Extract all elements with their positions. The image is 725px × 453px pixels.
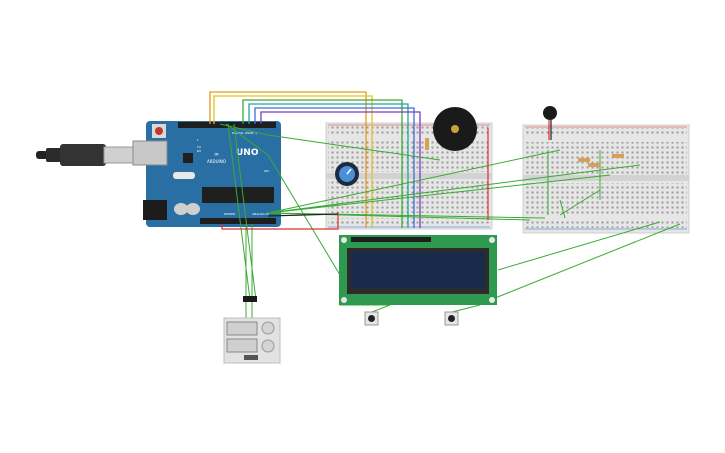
- atmega-chip: [202, 187, 274, 203]
- lcd-mount-hole: [489, 297, 495, 303]
- crystal: [173, 172, 195, 179]
- resistor-3[interactable]: [588, 163, 600, 167]
- lcd-mount-hole: [489, 237, 495, 243]
- resistors[interactable]: [425, 138, 624, 167]
- usb-chip: [183, 153, 193, 163]
- capacitor-2: [186, 203, 200, 215]
- reset-button[interactable]: [155, 127, 163, 135]
- lcd-mount-hole: [341, 297, 347, 303]
- resistor-1[interactable]: [425, 138, 429, 150]
- potentiometer[interactable]: [335, 162, 359, 186]
- diode[interactable]: [243, 296, 257, 302]
- arduino-brand-label: ARDUINO: [207, 159, 226, 164]
- power-analog-header: [200, 218, 276, 224]
- tx-led-label: TX: [196, 145, 201, 149]
- rx-led-label: RX: [197, 149, 201, 153]
- relay-module[interactable]: [223, 317, 281, 364]
- power-wires[interactable]: [221, 128, 489, 230]
- lcd-pin-header: [351, 237, 431, 242]
- digital-header-label: DIGITAL (PWM~): [232, 131, 257, 135]
- power-label: POWER: [224, 212, 235, 216]
- pushbutton-right[interactable]: [444, 311, 459, 326]
- capacitor-1: [174, 203, 188, 215]
- arduino-uno-board[interactable]: ∞ ARDUINO UNO DIGITAL (PWM~) POWER ANALO…: [132, 121, 281, 227]
- lcd-mount-hole: [341, 237, 347, 243]
- lcd-display[interactable]: [339, 235, 497, 305]
- breadboard-right[interactable]: [522, 124, 690, 234]
- lcd-screen: [351, 252, 485, 288]
- analog-label: ANALOG IN: [252, 212, 269, 216]
- piezo-buzzer[interactable]: [433, 107, 477, 151]
- resistor-2[interactable]: [578, 158, 590, 162]
- resistor-4[interactable]: [612, 154, 624, 158]
- on-led-label: ON: [264, 169, 269, 173]
- power-jack: [143, 200, 167, 220]
- pushbutton-left[interactable]: [364, 311, 379, 326]
- top-wires[interactable]: [209, 91, 421, 228]
- l-led-label: L: [197, 138, 199, 142]
- arduino-model-label: UNO: [236, 148, 259, 158]
- sensor-probe[interactable]: [543, 106, 557, 140]
- arduino-logo-symbol: ∞: [214, 151, 219, 158]
- usb-port: [132, 140, 168, 166]
- usb-cable[interactable]: [36, 144, 135, 166]
